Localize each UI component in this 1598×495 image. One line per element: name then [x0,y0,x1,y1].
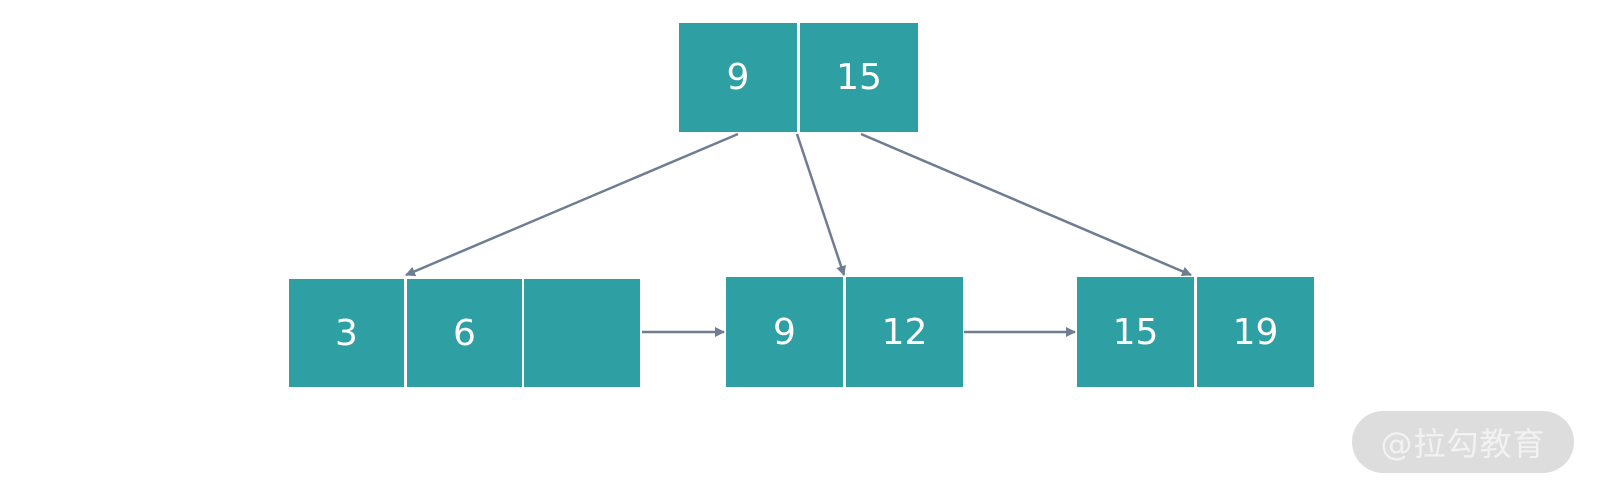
edge-root-to-leaf-3 [860,132,1192,277]
edge-root-to-leaf-2 [795,133,846,276]
root-key-1: 9 [679,23,797,132]
leaf-1-key-3 [524,279,640,387]
leaf-3-key-1: 15 [1077,277,1194,387]
leaf-1-key-2: 6 [407,279,522,387]
root-key-2: 15 [800,23,918,132]
leaf-1-key-1: 3 [289,279,404,387]
leaf-3-key-2: 19 [1197,277,1314,387]
edge-root-to-leaf-1 [405,132,739,277]
watermark-badge: @拉勾教育 [1352,411,1574,473]
leaf-2-key-1: 9 [726,277,843,387]
leaf-2-key-2: 12 [846,277,963,387]
